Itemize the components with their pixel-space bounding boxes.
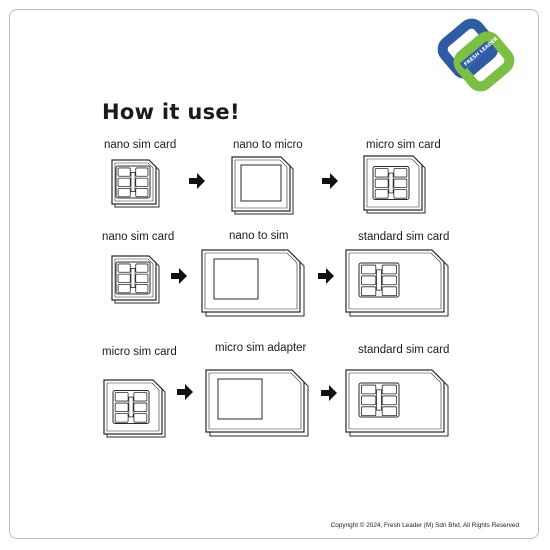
row1-step1-label: nano sim card [104,139,177,151]
row2-step1-label: nano sim card [102,231,175,243]
row3-arrow2-right-arrow-icon [321,385,337,401]
page-title: How it use! [102,100,240,124]
row1-step1-nano-card [111,159,160,208]
row2-step3-standard-card [345,249,449,317]
row3-step2-label: micro sim adapter [215,342,307,354]
row1-step3-micro-card [363,155,426,214]
row3-step3-label: standard sim card [358,344,450,356]
row2-step1-nano-card [111,255,160,304]
row2-step2-label: nano to sim [229,230,289,242]
row3-step2-standard-adapter-card [205,369,309,437]
row3-step1-micro-card [103,379,166,438]
row2-step2-standard-adapter-card [201,249,305,317]
copyright-text: Copyright © 2024, Fresh Leader (M) Sdn B… [330,522,519,529]
row1-step3-label: micro sim card [366,139,441,151]
row3-step3-standard-card [345,369,449,437]
row1-arrow1-right-arrow-icon [189,173,205,189]
row2-arrow1-right-arrow-icon [171,268,187,284]
row1-step2-micro-adapter-card [231,156,294,215]
row2-arrow2-right-arrow-icon [318,268,334,284]
row3-arrow1-right-arrow-icon [177,384,193,400]
row1-arrow2-right-arrow-icon [322,173,338,189]
row2-step3-label: standard sim card [358,231,450,243]
row3-step1-label: micro sim card [102,346,177,358]
row1-step2-label: nano to micro [233,139,303,151]
